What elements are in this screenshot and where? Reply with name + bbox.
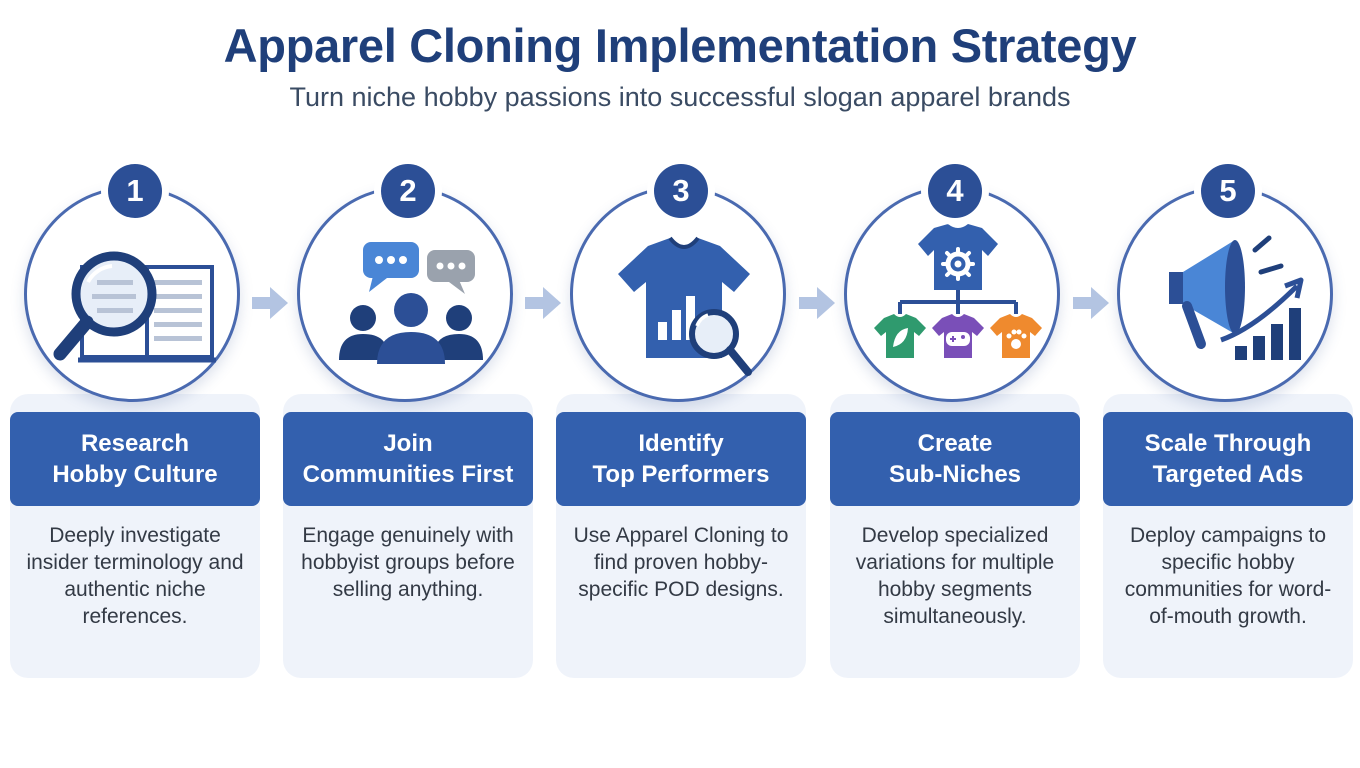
step-title: Identify Top Performers: [556, 412, 806, 506]
step-title: Create Sub-Niches: [830, 412, 1080, 506]
step-description: Use Apparel Cloning to find proven hobby…: [573, 524, 789, 601]
page-subtitle: Turn niche hobby passions into successfu…: [289, 82, 1071, 112]
arrow-right-icon: [525, 287, 561, 319]
step-description: Develop specialized variations for multi…: [855, 524, 1055, 628]
step-5: 5 Scale Through Targeted Ads Deploy camp…: [1103, 162, 1353, 682]
step-number-badge: 3: [654, 164, 708, 218]
magnifier-book-icon: [53, 251, 216, 363]
tshirt-analytics-icon: [618, 236, 752, 376]
arrow-right-icon: [252, 287, 288, 319]
step-number-badge: 5: [1201, 164, 1255, 218]
tshirt-tree-icon: [874, 224, 1042, 358]
step-description: Deeply investigate insider terminology a…: [26, 524, 244, 628]
step-number-badge: 1: [108, 164, 162, 218]
step-3: 3 Identify Top Performers Use Apparel Cl…: [556, 162, 806, 682]
arrow-right-icon: [799, 287, 835, 319]
step-number-badge: 4: [928, 164, 982, 218]
step-number-badge: 2: [381, 164, 435, 218]
step-title: Join Communities First: [283, 412, 533, 506]
step-1: 1 Research Hobby Culture Deeply investig…: [10, 162, 260, 682]
step-4: 4 Create Sub-Niches Develop specialized …: [830, 162, 1080, 682]
step-description: Engage genuinely with hobbyist groups be…: [301, 524, 515, 601]
step-title: Scale Through Targeted Ads: [1103, 412, 1353, 506]
arrow-right-icon: [1073, 287, 1109, 319]
step-title: Research Hobby Culture: [10, 412, 260, 506]
step-2: 2 Join Communities First Engage genuinel…: [283, 162, 533, 682]
community-chat-icon: [339, 242, 483, 364]
megaphone-growth-icon: [1169, 235, 1304, 360]
page-title: Apparel Cloning Implementation Strategy: [223, 19, 1137, 72]
step-description: Deploy campaigns to specific hobby commu…: [1124, 524, 1332, 628]
